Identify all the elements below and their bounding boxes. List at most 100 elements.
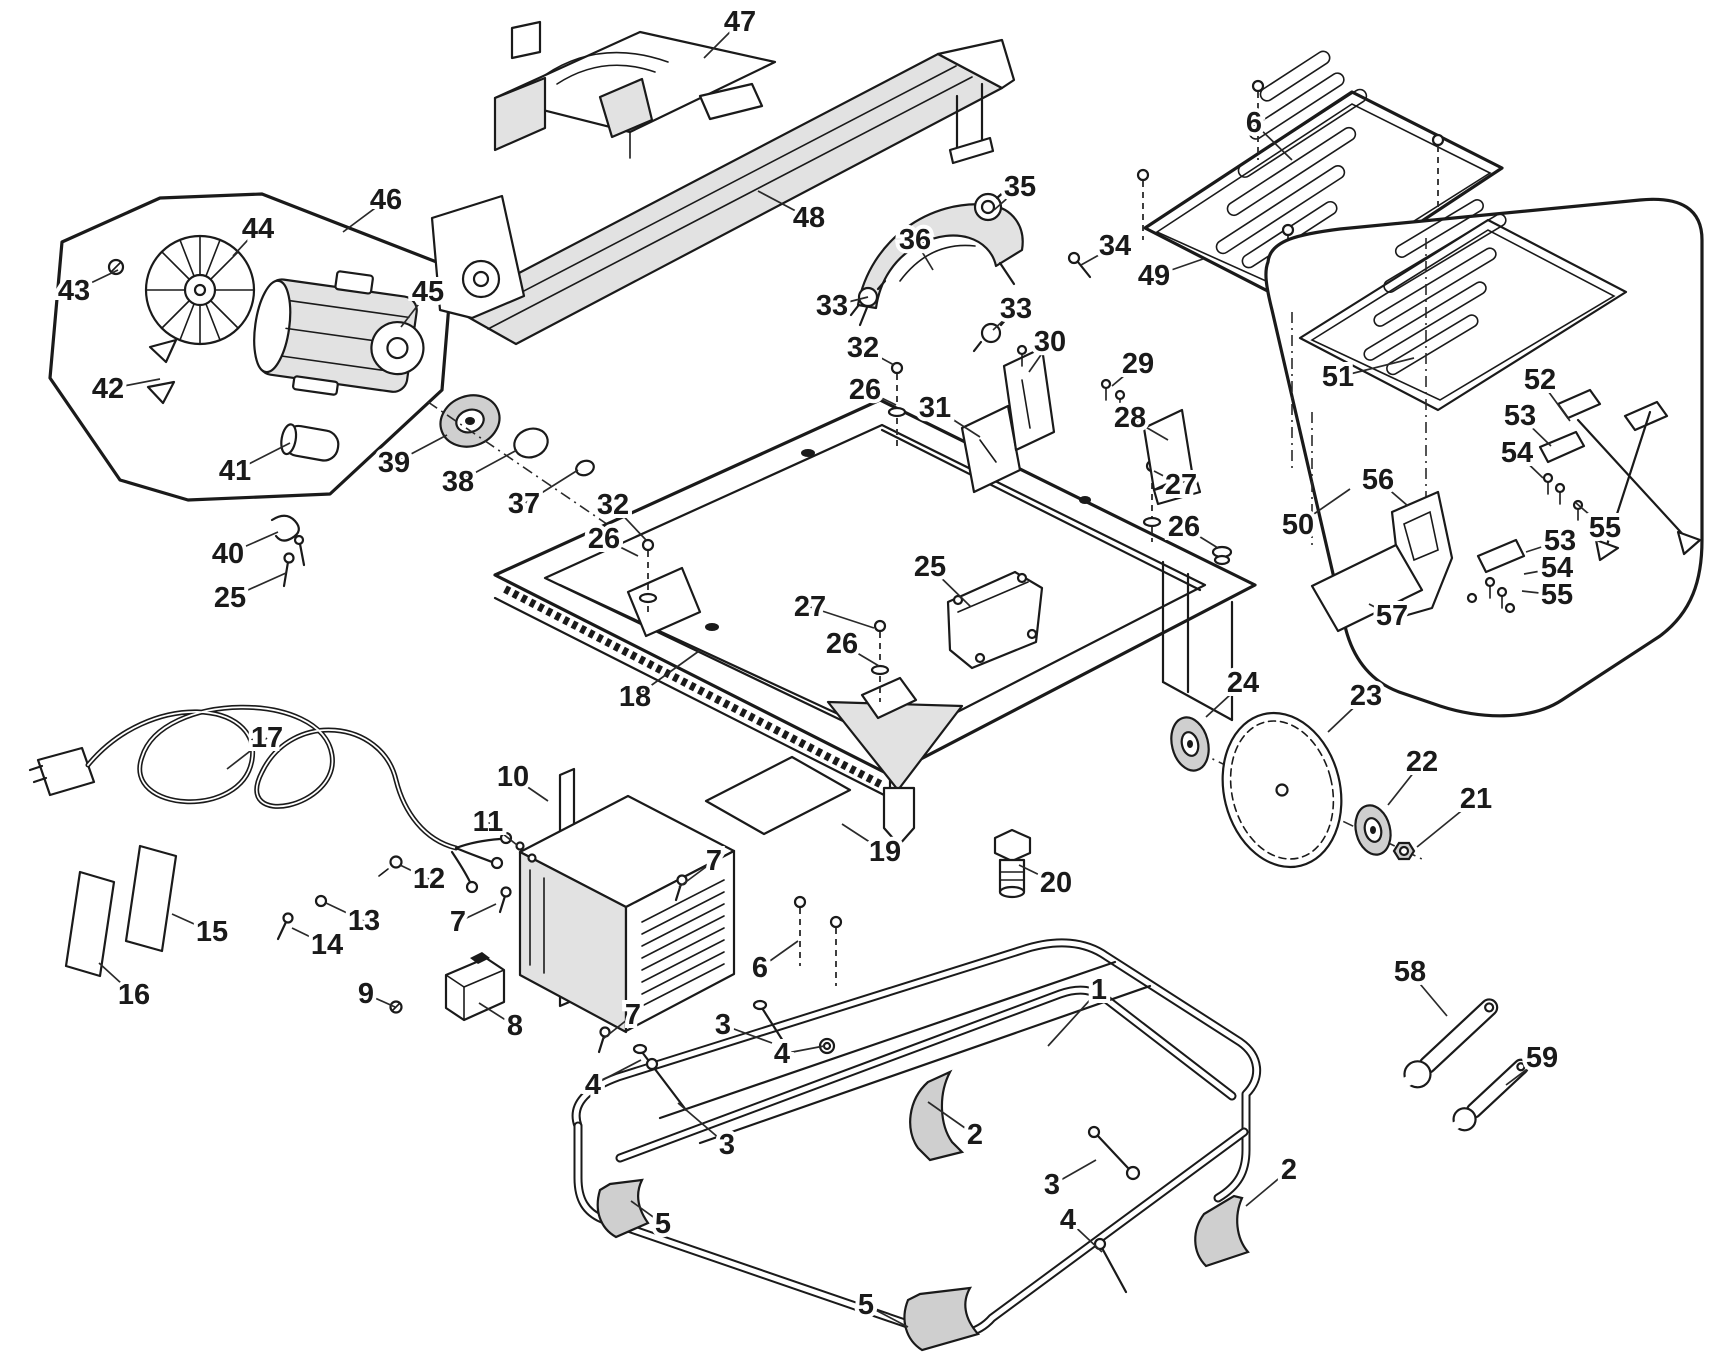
leader-line-3: [677, 1102, 728, 1146]
part-label-10: 10: [497, 761, 529, 793]
screw-25-left-drawing: [282, 552, 295, 588]
wire-terminal-drawing: [276, 855, 403, 941]
leader-line-56: [1377, 479, 1409, 507]
fan-washer-drawing: [107, 258, 125, 276]
leader-line-43: [73, 269, 119, 292]
leader-line-2: [1245, 1169, 1290, 1207]
leader-line-4: [592, 1059, 642, 1086]
leader-line-26: [864, 389, 897, 406]
part-label-56: 56: [1362, 464, 1394, 496]
spacer-ring-drawing: [575, 459, 595, 477]
part-label-14: 14: [311, 929, 343, 961]
leader-line-26: [1183, 526, 1219, 549]
part-label-18: 18: [619, 681, 651, 713]
part-label-44: 44: [242, 213, 274, 245]
part-label-54: 54: [1541, 552, 1573, 584]
part-label-47: 47: [724, 6, 756, 38]
leader-line-54: [1516, 452, 1544, 479]
drain-plug-drawing: [993, 828, 1032, 899]
part-label-40: 40: [212, 538, 244, 570]
fence-bracket-drawing: [960, 344, 1202, 506]
capacitor-drawing: [280, 423, 340, 462]
part-label-6: 6: [752, 952, 768, 984]
part-label-41: 41: [219, 455, 251, 487]
part-label-7: 7: [625, 999, 641, 1031]
part-label-53: 53: [1504, 400, 1536, 432]
part-labels: 1223334445566777891011121314151617181920…: [54, 2, 1625, 1328]
splash-plate-drawing: [704, 755, 852, 836]
leader-line-18: [634, 650, 700, 698]
part-label-12: 12: [413, 863, 445, 895]
cord-wrap-lower-drawing: [1466, 538, 1526, 614]
leader-line-17: [226, 737, 268, 770]
leader-line-7: [602, 1014, 634, 1040]
main-frame-drawing: [493, 398, 1257, 847]
leader-line-59: [1505, 1057, 1543, 1086]
o-ring-drawing: [513, 427, 549, 459]
part-label-20: 20: [1040, 867, 1072, 899]
leader-line-16: [98, 962, 135, 996]
part-label-22: 22: [1406, 746, 1438, 778]
leader-line-14: [291, 927, 328, 946]
rip-guide-drawing: [493, 20, 777, 159]
cord-clamp-drawing: [270, 514, 306, 567]
stand-foot-drawing: [596, 1069, 1250, 1352]
part-label-55: 55: [1541, 579, 1573, 611]
housing-grate-drawing: [1298, 199, 1628, 412]
wrench-large-drawing: [1396, 998, 1499, 1091]
leader-line-53: [1525, 540, 1561, 553]
leader-line-1: [1047, 989, 1100, 1047]
part-label-5: 5: [655, 1208, 671, 1240]
blade-wrench-bracket-drawing: [1556, 388, 1702, 562]
part-label-24: 24: [1227, 667, 1259, 699]
leader-line-10: [512, 776, 549, 802]
part-label-59: 59: [1526, 1042, 1558, 1074]
part-label-48: 48: [793, 202, 825, 234]
leader-line-51: [1337, 357, 1415, 378]
leader-line-31: [934, 407, 981, 438]
leader-line-54: [1523, 567, 1558, 575]
part-label-26: 26: [1168, 511, 1200, 543]
leader-line-7: [457, 903, 497, 923]
leader-line-13: [325, 902, 365, 922]
leader-line-40: [227, 531, 279, 555]
leader-line-28: [1129, 417, 1169, 441]
part-label-2: 2: [967, 1119, 983, 1151]
part-label-36: 36: [899, 224, 931, 256]
part-label-25: 25: [214, 582, 246, 614]
leader-line-23: [1327, 695, 1367, 733]
guard-knob-drawing: [973, 188, 1008, 222]
motor-fan-drawing: [144, 234, 256, 346]
leader-line-55: [1521, 590, 1558, 596]
part-label-43: 43: [58, 275, 90, 307]
part-label-11: 11: [473, 806, 504, 838]
leader-line-32: [862, 347, 895, 366]
part-label-19: 19: [869, 836, 901, 868]
leader-line-42: [107, 378, 161, 390]
part-label-13: 13: [348, 905, 380, 937]
part-label-53: 53: [1544, 525, 1576, 557]
rail-drawing: [430, 38, 1016, 346]
part-label-29: 29: [1122, 348, 1154, 380]
blade-flange-outer-drawing: [1354, 804, 1392, 856]
leader-line-26: [841, 643, 880, 667]
part-label-26: 26: [826, 628, 858, 660]
part-label-35: 35: [1004, 171, 1036, 203]
arbor-flange-drawing: [439, 394, 501, 448]
leader-line-25: [229, 572, 287, 599]
part-label-7: 7: [706, 845, 722, 877]
stand-frame-drawing: [571, 938, 1262, 1340]
stand-bolts-drawing: [632, 895, 1141, 1294]
brush-clip-drawing: [146, 338, 178, 405]
power-cord-drawing: [28, 704, 513, 894]
leader-line-47: [703, 21, 741, 59]
leader-line-45: [400, 291, 429, 328]
leader-line-39: [393, 434, 448, 464]
part-label-37: 37: [508, 488, 540, 520]
part-label-3: 3: [1044, 1169, 1060, 1201]
leader-line-9: [365, 993, 396, 1008]
leader-line-4: [1067, 1219, 1103, 1253]
leader-line-38: [457, 449, 518, 483]
leader-line-49: [1153, 258, 1204, 277]
